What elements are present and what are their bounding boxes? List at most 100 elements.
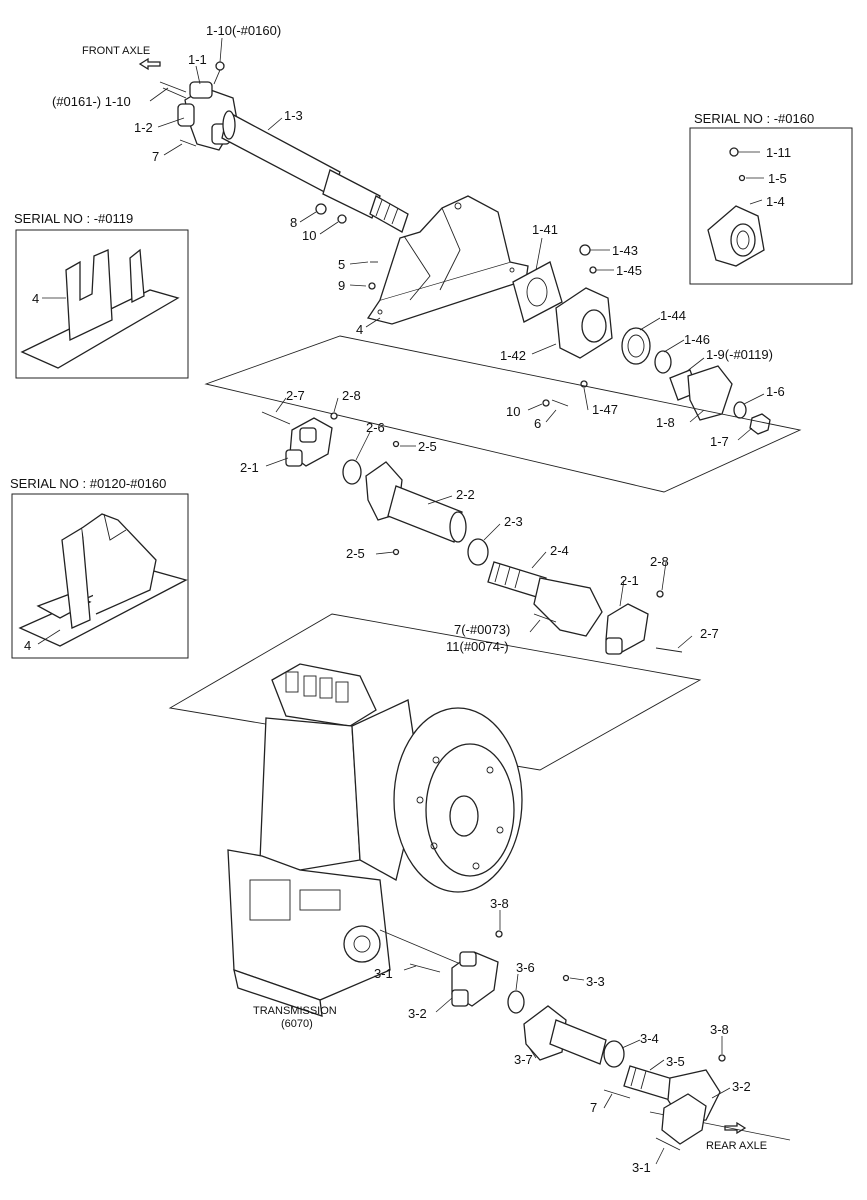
label-5: 5 [338, 257, 345, 272]
label-3-8-a: 3-8 [490, 896, 509, 911]
label-3-4: 3-4 [640, 1031, 659, 1046]
label-9: 9 [338, 278, 345, 293]
label-1-45: 1-45 [616, 263, 642, 278]
bolt-6 [551, 399, 569, 407]
label-4-box1: 4 [32, 291, 39, 306]
front-axle-arrow-icon [138, 57, 161, 71]
label-1-11: 1-11 [766, 145, 791, 160]
label-3-2-b: 3-2 [732, 1079, 751, 1094]
label-2-7-a: 2-7 [286, 388, 305, 403]
label-1-4: 1-4 [766, 194, 785, 209]
label-2-4: 2-4 [550, 543, 569, 558]
label-2-2: 2-2 [456, 487, 475, 502]
grease-2-8-b [656, 590, 664, 598]
label-3-6: 3-6 [516, 960, 535, 975]
label-11-mid: 11(#0074-) [446, 639, 509, 654]
washer-10-b [542, 399, 550, 407]
bolt-3-1-a [409, 963, 441, 973]
bracket-4-main [366, 195, 529, 325]
washer-8 [315, 203, 327, 215]
label-1-42: 1-42 [500, 348, 526, 363]
label-1-10-left: (#0161-) 1-10 [52, 94, 131, 109]
label-2-5-a: 2-5 [418, 439, 437, 454]
bolt-7-bot [603, 1089, 631, 1099]
label-7-top: 7 [152, 149, 159, 164]
label-2-3: 2-3 [504, 514, 523, 529]
serial-box-0119-title: SERIAL NO : -#0119 [14, 211, 133, 226]
rear-axle-label: REAR AXLE [706, 1140, 767, 1152]
gasket-1-41 [512, 261, 563, 323]
fitting-2-5-b [392, 548, 400, 556]
spline-shaft [369, 195, 409, 233]
fitting-1-45 [589, 266, 597, 274]
label-3-1-a: 3-1 [374, 966, 393, 981]
label-2-7-b: 2-7 [700, 626, 719, 641]
middle-assembly-frame [204, 335, 802, 493]
label-4-main: 4 [356, 322, 363, 337]
rear-axle-arrow-icon [724, 1121, 747, 1135]
label-1-10-top: 1-10(-#0160) [206, 23, 281, 38]
serial-box-0120-0160-title: SERIAL NO : #0120-#0160 [10, 476, 166, 491]
ring-3-4 [603, 1040, 625, 1068]
label-4-box2: 4 [24, 638, 31, 653]
bolt-2-7-b [655, 647, 683, 653]
tube-2-2 [387, 485, 463, 543]
label-1-5: 1-5 [768, 171, 787, 186]
washer-10 [337, 214, 347, 224]
transmission-label: TRANSMISSION [253, 1005, 337, 1017]
serial-box-0119: SERIAL NO : -#0119 [14, 211, 189, 379]
label-3-5: 3-5 [666, 1054, 685, 1069]
serial-box-0160-title: SERIAL NO : -#0160 [694, 111, 814, 126]
seal-1-44 [621, 327, 651, 365]
grease-3-8-a [495, 930, 503, 938]
grease-fitting-1-10 [215, 61, 225, 71]
label-1-1: 1-1 [188, 52, 207, 67]
shaft-2-4-body [533, 577, 603, 637]
bolt-3-1-b [655, 1137, 681, 1151]
washer-3-6 [507, 990, 525, 1014]
label-2-8-a: 2-8 [342, 388, 361, 403]
label-2-6: 2-6 [366, 420, 385, 435]
front-axle-label: FRONT AXLE [82, 45, 150, 57]
output-flange [343, 925, 381, 963]
label-3-3: 3-3 [586, 974, 605, 989]
rear-shaft-group [409, 930, 726, 1151]
serial-box-0160: SERIAL NO : -#0160 [689, 111, 853, 285]
label-1-2: 1-2 [134, 120, 153, 135]
label-7-mid: 7(-#0073) [454, 622, 510, 637]
grease-2-8-a [330, 412, 338, 420]
label-2-8-b: 2-8 [650, 554, 669, 569]
label-1-41: 1-41 [532, 222, 558, 237]
washer-9 [368, 282, 376, 290]
ring-2-3 [467, 538, 489, 566]
cross-3-2-b [661, 1093, 707, 1145]
transmission-6070 [227, 663, 523, 1017]
label-1-8: 1-8 [656, 415, 675, 430]
bolt-7-mid [533, 613, 557, 623]
bearing-group [512, 244, 771, 435]
label-2-5-b: 2-5 [346, 546, 365, 561]
leader-lines [37, 37, 765, 1165]
label-7-bot: 7 [590, 1100, 597, 1115]
label-3-1-b: 3-1 [632, 1160, 651, 1175]
front-shaft-group [159, 61, 409, 233]
drive-tube-1-3 [221, 111, 341, 197]
label-3-2-a: 3-2 [408, 1006, 427, 1021]
label-1-9: 1-9(-#0119) [706, 347, 773, 362]
label-1-6: 1-6 [766, 384, 785, 399]
label-2-1-a: 2-1 [240, 460, 259, 475]
label-1-43: 1-43 [612, 243, 638, 258]
bolt-7-top [179, 139, 197, 147]
washer-1-6 [733, 401, 747, 419]
middle-shaft-group [261, 411, 683, 655]
transmission-model: (6070) [281, 1018, 313, 1030]
label-3-8-b: 3-8 [710, 1022, 729, 1037]
label-10-a: 10 [302, 228, 316, 243]
fitting-2-5-a [392, 440, 400, 448]
label-3-7: 3-7 [514, 1052, 533, 1067]
label-1-47: 1-47 [592, 402, 618, 417]
label-2-1-b: 2-1 [620, 573, 639, 588]
label-1-3: 1-3 [284, 108, 303, 123]
label-8: 8 [290, 215, 297, 230]
